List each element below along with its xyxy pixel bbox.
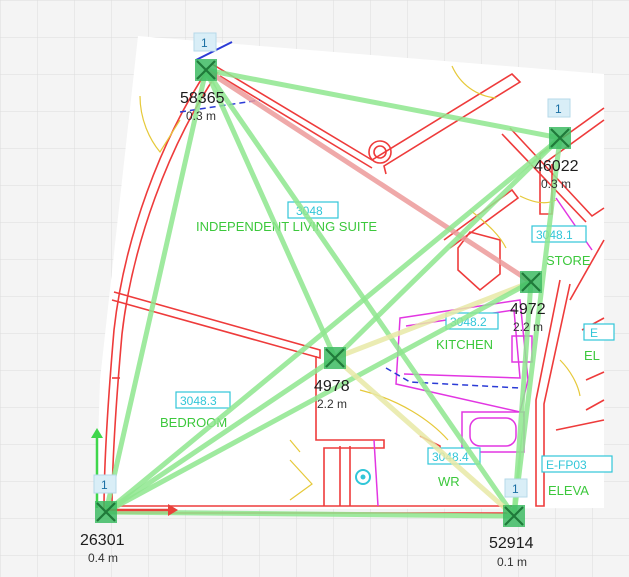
anchor-distance: 2.2 m [513,320,543,334]
room-code-e-fp03: E-FP03 [546,458,587,472]
anchor-id: 52914 [489,535,534,552]
room-labels: 3048 INDEPENDENT LIVING SUITE 3048.1 STO… [160,201,615,498]
anchor-distance: 0.4 m [88,551,118,565]
room-name-store: STORE [546,253,591,268]
ranging-links [103,67,563,519]
link-46022-26301 [103,135,563,515]
anchor-badge: 1 [101,478,108,492]
link-58365-26301 [103,67,209,515]
x-axis-arrowhead [168,504,178,516]
link-58365-52914 [203,67,517,519]
link-58365-4978 [203,67,338,361]
y-axis-arrowhead [91,428,103,438]
link-46022-4978 [332,135,563,361]
link-26301-52914 [103,509,517,519]
anchor-id: 4978 [314,378,350,395]
anchor-58365[interactable]: 1 58365 0.3 m [180,32,225,123]
anchor-26301[interactable]: 1 26301 0.4 m [80,474,125,565]
anchor-distance: 0.3 m [541,177,571,191]
anchor-46022[interactable]: 1 46022 0.3 m [534,98,579,191]
room-name-kitchen: KITCHEN [436,337,493,352]
anchor-id: 4972 [510,301,546,318]
anchor-4978[interactable]: 4978 2.2 m [314,347,350,411]
anchor-marker-icon [520,271,542,293]
link-58365-4972 [203,67,534,285]
anchor-marker-icon [324,347,346,369]
anchor-id: 58365 [180,90,225,107]
anchor-badge: 1 [512,482,519,496]
anchor-badge: 1 [201,36,208,50]
link-4978-52914 [332,355,517,519]
link-4972-52914 [511,279,534,519]
anchor-marker-icon [503,505,525,527]
room-code-3048-1: 3048.1 [536,228,573,242]
anchor-distance: 0.3 m [186,109,216,123]
anchor-id: 26301 [80,532,125,549]
anchor-52914[interactable]: 1 52914 0.1 m [489,478,534,569]
anchor-4972[interactable]: 4972 2.2 m [510,271,546,334]
room-code-e: E [590,326,598,340]
anchor-marker-icon [549,127,571,149]
link-4978-26301 [103,355,338,515]
room-code-3048-3: 3048.3 [180,394,217,408]
anchor-distance: 0.1 m [497,555,527,569]
room-name-wr: WR [438,474,460,489]
link-58365-46022 [203,67,563,141]
link-4972-26301 [103,279,534,515]
link-46022-52914 [511,135,563,519]
anchor-id: 46022 [534,158,579,175]
dashed-boundary [385,367,521,389]
room-name-independent-living-suite: INDEPENDENT LIVING SUITE [196,219,377,234]
link-4972-4978 [332,279,534,361]
room-name-elevator: ELEVA [548,483,589,498]
anchor-badge: 1 [555,102,562,116]
anchor-distance: 2.2 m [317,397,347,411]
anchor-marker-icon [195,59,217,81]
room-name-el: EL [584,348,600,363]
anchor-marker-icon [95,501,117,523]
